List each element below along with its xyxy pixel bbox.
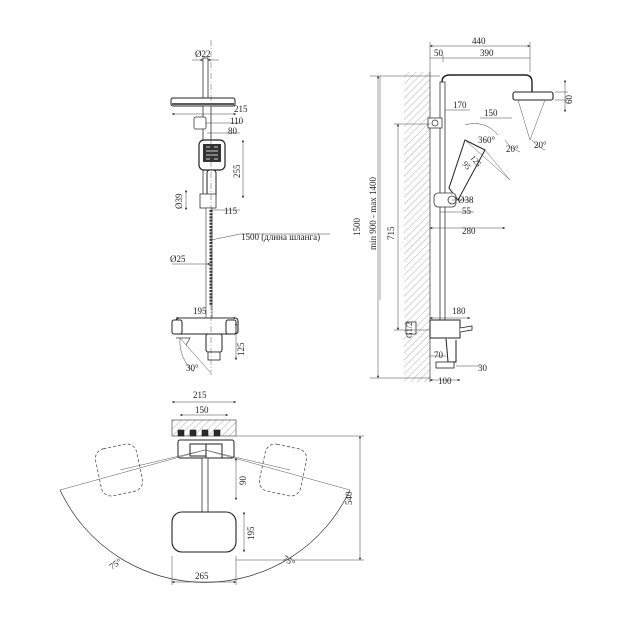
top-dim-540: 540 bbox=[344, 491, 354, 505]
side-dim-g12: G1/2 bbox=[405, 322, 414, 338]
top-right-handset bbox=[258, 443, 308, 497]
side-dim-180: 180 bbox=[452, 306, 466, 316]
top-shower-head bbox=[171, 511, 237, 553]
side-mixer bbox=[405, 319, 473, 369]
front-dim-pipe-top: Ø22 bbox=[195, 49, 211, 59]
side-dim-50: 50 bbox=[434, 48, 444, 58]
side-dim-390: 390 bbox=[480, 48, 494, 58]
front-dim-115: 115 bbox=[224, 206, 238, 216]
side-dim-100: 100 bbox=[438, 376, 452, 386]
side-dim-60: 60 bbox=[564, 95, 574, 105]
front-mixer bbox=[171, 317, 239, 361]
top-dim-265: 265 bbox=[195, 571, 209, 581]
top-dim-90: 90 bbox=[238, 476, 248, 486]
side-dim-170: 170 bbox=[453, 100, 467, 110]
side-dim-70: 70 bbox=[434, 350, 444, 360]
front-hand-shower bbox=[198, 139, 226, 199]
side-dim-360: 360° bbox=[478, 135, 496, 145]
front-dim-angle-30: 30° bbox=[186, 363, 199, 373]
side-upper-bracket bbox=[427, 117, 443, 129]
side-dim-range: min 900 - max 1400 bbox=[368, 177, 378, 250]
side-dim-38: Ø38 bbox=[458, 195, 474, 205]
side-dim-20b: 20° bbox=[534, 140, 547, 150]
front-dim-holder-width: 80 bbox=[228, 126, 238, 136]
top-left-handset bbox=[94, 443, 144, 497]
front-dim-holder-top: 110 bbox=[230, 116, 244, 126]
side-dim-280: 280 bbox=[462, 226, 476, 236]
top-dim-75-right: 75° bbox=[281, 553, 297, 568]
side-dim-1500: 1500 bbox=[352, 218, 362, 237]
top-dim-195: 195 bbox=[246, 526, 256, 540]
front-dim-pipe-39: Ø39 bbox=[174, 193, 184, 209]
front-dim-handset: 255 bbox=[232, 164, 242, 178]
side-view: 440 50 390 60 170 150 360° 20° 20° 95 12… bbox=[352, 36, 574, 386]
side-dim-715: 715 bbox=[386, 226, 396, 240]
side-dim-95: 95 bbox=[460, 160, 472, 172]
side-dim-150: 150 bbox=[484, 108, 498, 118]
side-dim-55: 55 bbox=[462, 206, 472, 216]
front-dim-hose-length: 1500 (длина шланга) bbox=[241, 232, 320, 242]
front-dim-head-width: 215 bbox=[234, 104, 248, 114]
front-slide-holder bbox=[199, 193, 217, 209]
front-dim-195: 195 bbox=[193, 306, 207, 316]
side-arm bbox=[441, 74, 533, 92]
side-hand-shower bbox=[448, 139, 511, 201]
side-shower-head bbox=[512, 91, 554, 101]
top-view: 215 150 90 540 195 265 75° 75° bbox=[59, 390, 364, 585]
top-dim-150: 150 bbox=[195, 405, 209, 415]
front-shower-head bbox=[170, 97, 236, 107]
front-view: Ø22 215 110 80 255 Ø39 115 1500 (длина ш… bbox=[170, 40, 330, 375]
front-dim-hose-diameter: Ø25 bbox=[170, 254, 186, 264]
front-upper-bracket bbox=[193, 116, 207, 130]
side-dim-20a: 20° bbox=[506, 144, 519, 154]
front-dim-125: 125 bbox=[236, 342, 246, 356]
side-dim-440: 440 bbox=[472, 36, 486, 46]
side-dim-30: 30 bbox=[478, 363, 488, 373]
top-dim-215: 215 bbox=[193, 390, 207, 400]
front-top-pipe bbox=[202, 57, 209, 99]
